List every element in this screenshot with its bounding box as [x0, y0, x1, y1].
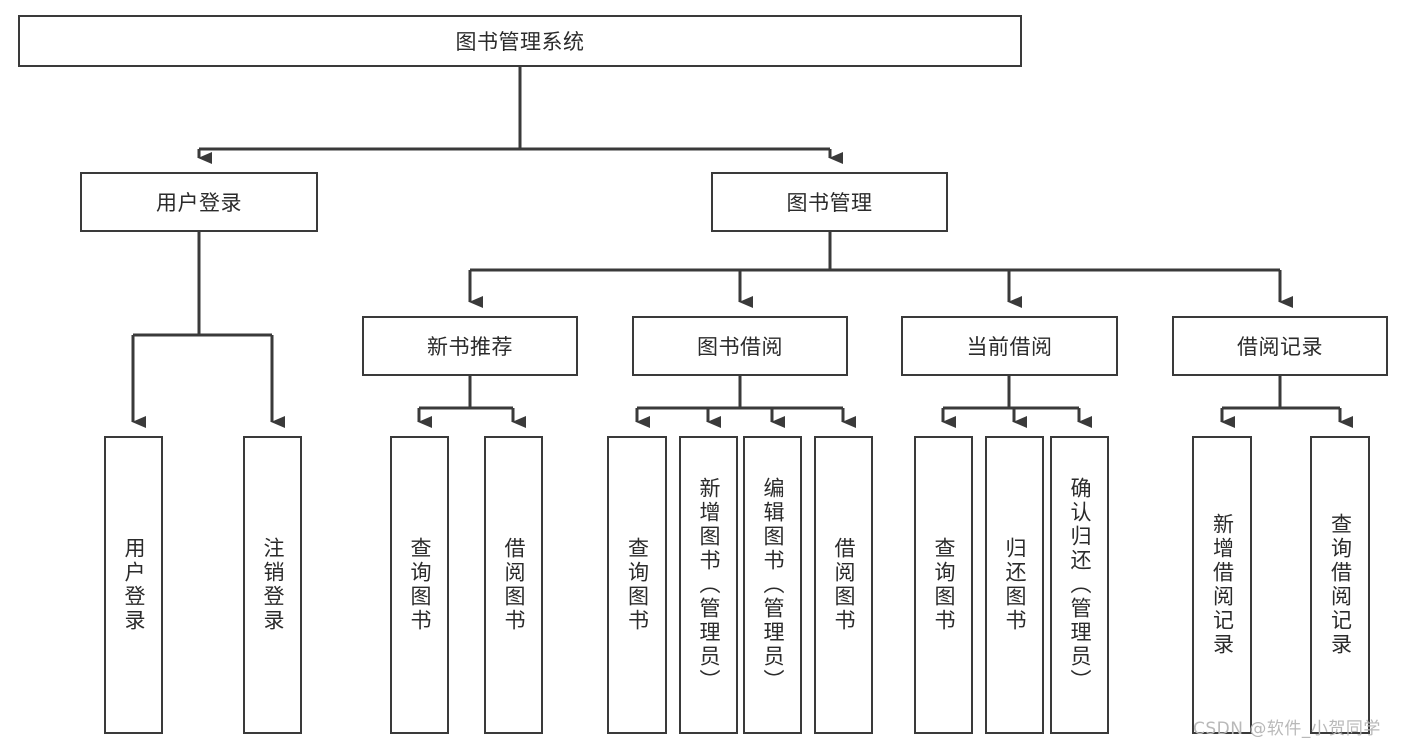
node-new-book-recommend[interactable]: 新书推荐	[362, 316, 578, 376]
leaf-add-book-admin[interactable]: 新增图书（管理员）	[679, 436, 738, 734]
leaf-confirm-return-admin[interactable]: 确认归还（管理员）	[1050, 436, 1109, 734]
node-label: 新增借阅记录	[1210, 513, 1235, 657]
leaf-query-borrow-record[interactable]: 查询借阅记录	[1310, 436, 1370, 734]
leaf-borrow-book[interactable]: 借阅图书	[814, 436, 873, 734]
node-label: 查询图书	[408, 537, 432, 633]
node-borrow-record[interactable]: 借阅记录	[1172, 316, 1388, 376]
leaf-query-book-borrow[interactable]: 查询图书	[607, 436, 667, 734]
leaf-query-book-recommend[interactable]: 查询图书	[390, 436, 449, 734]
leaf-user-login[interactable]: 用户登录	[104, 436, 163, 734]
node-label: 图书借阅	[697, 335, 783, 359]
node-label: 用户登录	[122, 537, 146, 633]
node-label: 借阅图书	[502, 537, 526, 633]
node-label: 确认归还（管理员）	[1068, 477, 1092, 693]
node-root[interactable]: 图书管理系统	[18, 15, 1022, 67]
leaf-logout[interactable]: 注销登录	[243, 436, 302, 734]
leaf-return-book[interactable]: 归还图书	[985, 436, 1044, 734]
node-current-borrow[interactable]: 当前借阅	[901, 316, 1118, 376]
leaf-add-borrow-record[interactable]: 新增借阅记录	[1192, 436, 1252, 734]
node-label: 编辑图书（管理员）	[761, 477, 785, 693]
node-label: 借阅记录	[1237, 335, 1323, 359]
node-book-borrow[interactable]: 图书借阅	[632, 316, 848, 376]
node-label: 查询图书	[625, 537, 650, 633]
node-label: 用户登录	[156, 191, 242, 215]
node-label: 归还图书	[1003, 537, 1027, 633]
node-label: 新书推荐	[427, 335, 513, 359]
leaf-query-book-current[interactable]: 查询图书	[914, 436, 973, 734]
node-book-management[interactable]: 图书管理	[711, 172, 948, 232]
watermark: CSDN @软件_小贺同学	[1193, 719, 1381, 739]
leaf-borrow-book-recommend[interactable]: 借阅图书	[484, 436, 543, 734]
node-label: 当前借阅	[966, 335, 1053, 359]
leaf-edit-book-admin[interactable]: 编辑图书（管理员）	[743, 436, 802, 734]
node-label: 借阅图书	[832, 537, 856, 633]
node-user-login[interactable]: 用户登录	[80, 172, 318, 232]
node-label: 查询借阅记录	[1328, 513, 1353, 657]
node-label: 查询图书	[932, 537, 956, 633]
node-label: 注销登录	[261, 537, 285, 633]
node-label: 图书管理系统	[455, 30, 585, 54]
node-label: 新增图书（管理员）	[697, 477, 721, 693]
node-label: 图书管理	[786, 191, 873, 215]
